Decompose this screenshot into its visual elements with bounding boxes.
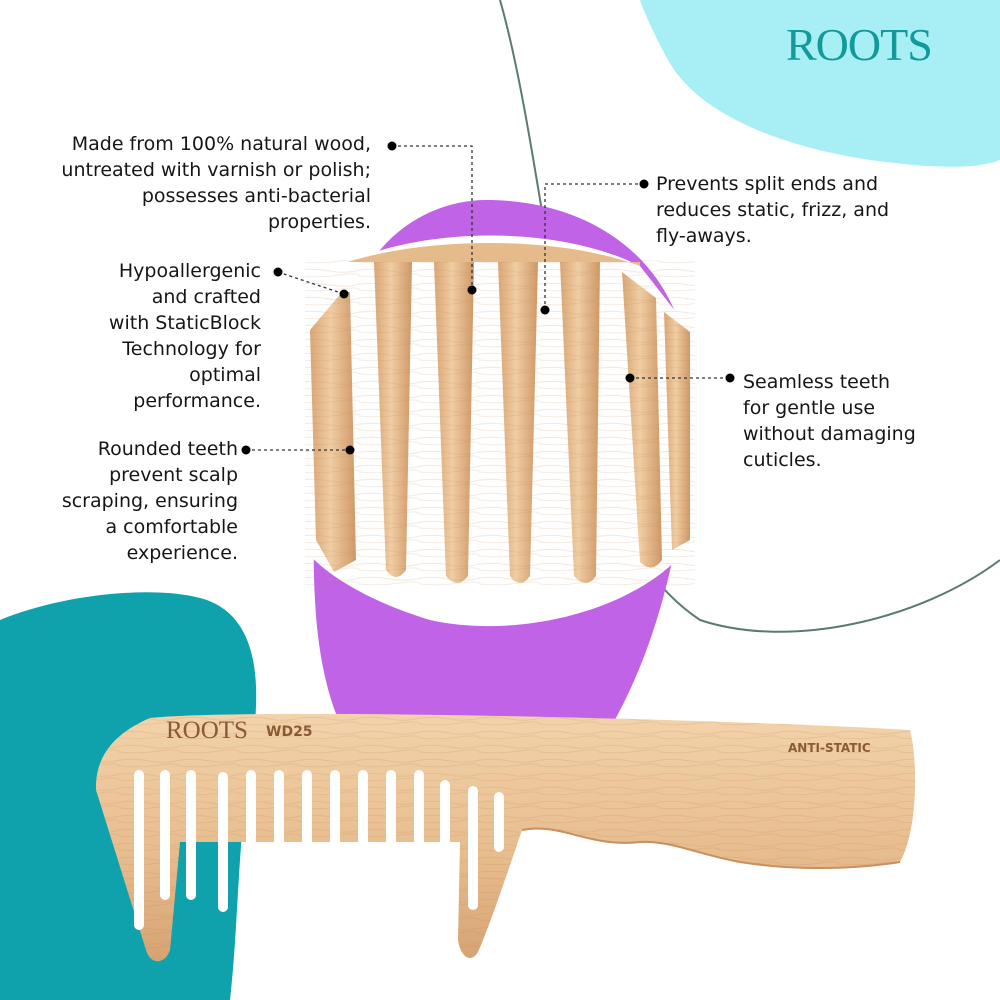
callout-dots bbox=[241, 141, 735, 455]
comb-handle-edge bbox=[521, 827, 901, 869]
comb-brand-engraving: ROOTS bbox=[166, 717, 248, 744]
callout-dot bbox=[241, 445, 251, 455]
callout-natural-wood: Made from 100% natural wood, untreated w… bbox=[61, 133, 371, 233]
callout-dot bbox=[339, 289, 349, 299]
callout-rounded-teeth: Rounded teeth prevent scalp scraping, en… bbox=[61, 438, 238, 564]
connector-split-ends bbox=[544, 183, 644, 310]
wooden-comb: ROOTS WD25 ANTI-STATIC bbox=[95, 713, 916, 962]
callout-dot bbox=[273, 267, 283, 277]
callout-connectors bbox=[246, 145, 730, 451]
closeup-comb-spine bbox=[348, 242, 640, 266]
callout-dot bbox=[467, 285, 477, 295]
callout-dot bbox=[725, 373, 735, 383]
callout-dot bbox=[625, 373, 635, 383]
connector-natural-wood bbox=[392, 145, 473, 290]
callout-split-ends: Prevents split ends and reduces static, … bbox=[656, 173, 890, 247]
closeup-comb bbox=[305, 242, 695, 590]
callout-dot bbox=[540, 305, 550, 315]
callout-dot bbox=[345, 445, 355, 455]
callout-dot bbox=[387, 141, 397, 151]
comb-model-engraving: WD25 bbox=[266, 724, 313, 740]
comb-tooth-gaps bbox=[134, 770, 504, 930]
callout-dot bbox=[639, 179, 649, 189]
callout-seamless-teeth: Seamless teeth for gentle use without da… bbox=[743, 371, 916, 471]
callout-hypoallergenic: Hypoallergenic and crafted with StaticBl… bbox=[108, 260, 261, 412]
comb-feature-engraving: ANTI-STATIC bbox=[788, 741, 871, 755]
brand-logo: ROOTS bbox=[786, 19, 933, 70]
light-blue-blob bbox=[640, 0, 1000, 167]
